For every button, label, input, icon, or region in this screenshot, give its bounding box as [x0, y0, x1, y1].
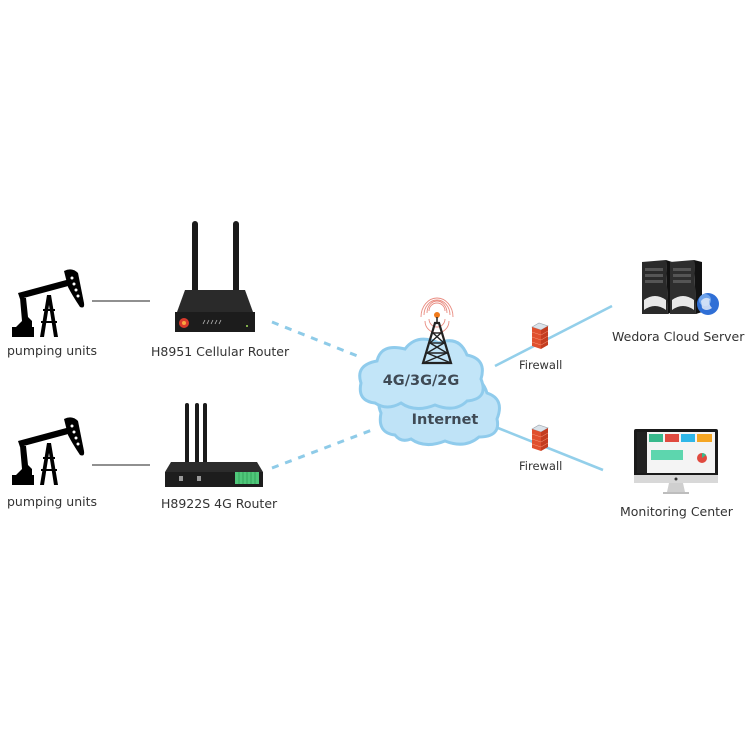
router-label-h8922s: H8922S 4G Router [161, 496, 278, 511]
dashboard-sidebar [637, 432, 647, 473]
antenna-3 [203, 403, 207, 465]
pumping-unit-label-1: pumping units [7, 343, 98, 358]
pump-jack-icon [12, 417, 85, 485]
desktop-monitor-icon [634, 429, 718, 494]
antenna-left [192, 221, 198, 293]
pump-jack-icon [12, 269, 85, 337]
cellular-cloud-label: 4G/3G/2G [383, 373, 460, 389]
link-router2-cloud [271, 428, 373, 470]
router-node-h8922s [163, 400, 267, 490]
firewall-node-1 [529, 321, 551, 351]
4g-router-icon [165, 403, 263, 487]
server-tower-icon [642, 260, 719, 315]
router-node-h8951 [165, 218, 265, 336]
firewall-label-2: Firewall [519, 459, 563, 473]
cellular-cloud: 4G/3G/2G [358, 337, 485, 410]
link-router1-cloud [271, 320, 361, 359]
cloud-server-label: Wedora Cloud Server [612, 329, 745, 344]
globe-icon [697, 293, 719, 315]
firewall-brick-icon [531, 424, 549, 451]
antenna-1 [185, 403, 189, 465]
link-cloud-monitor [497, 426, 604, 472]
pumping-unit-label-2: pumping units [7, 494, 98, 509]
network-cloud-group: Internet 4G/3G/2G [355, 295, 510, 450]
cellular-router-icon [175, 221, 255, 332]
firewall-node-2 [529, 423, 551, 453]
internet-cloud-label: Internet [412, 412, 479, 428]
pumping-unit-node-2 [10, 413, 90, 488]
antenna-2 [195, 403, 199, 465]
pumping-unit-node-1 [10, 265, 90, 340]
monitoring-center-node [633, 428, 719, 498]
antenna-right [233, 221, 239, 293]
cloud-server-node [638, 256, 722, 318]
firewall-brick-icon [531, 322, 549, 349]
monitoring-center-label: Monitoring Center [620, 504, 733, 519]
firewall-label-1: Firewall [519, 358, 563, 372]
router-label-h8951: H8951 Cellular Router [151, 344, 290, 359]
cell-tower-icon [420, 297, 454, 365]
link-cloud-server [494, 304, 613, 368]
